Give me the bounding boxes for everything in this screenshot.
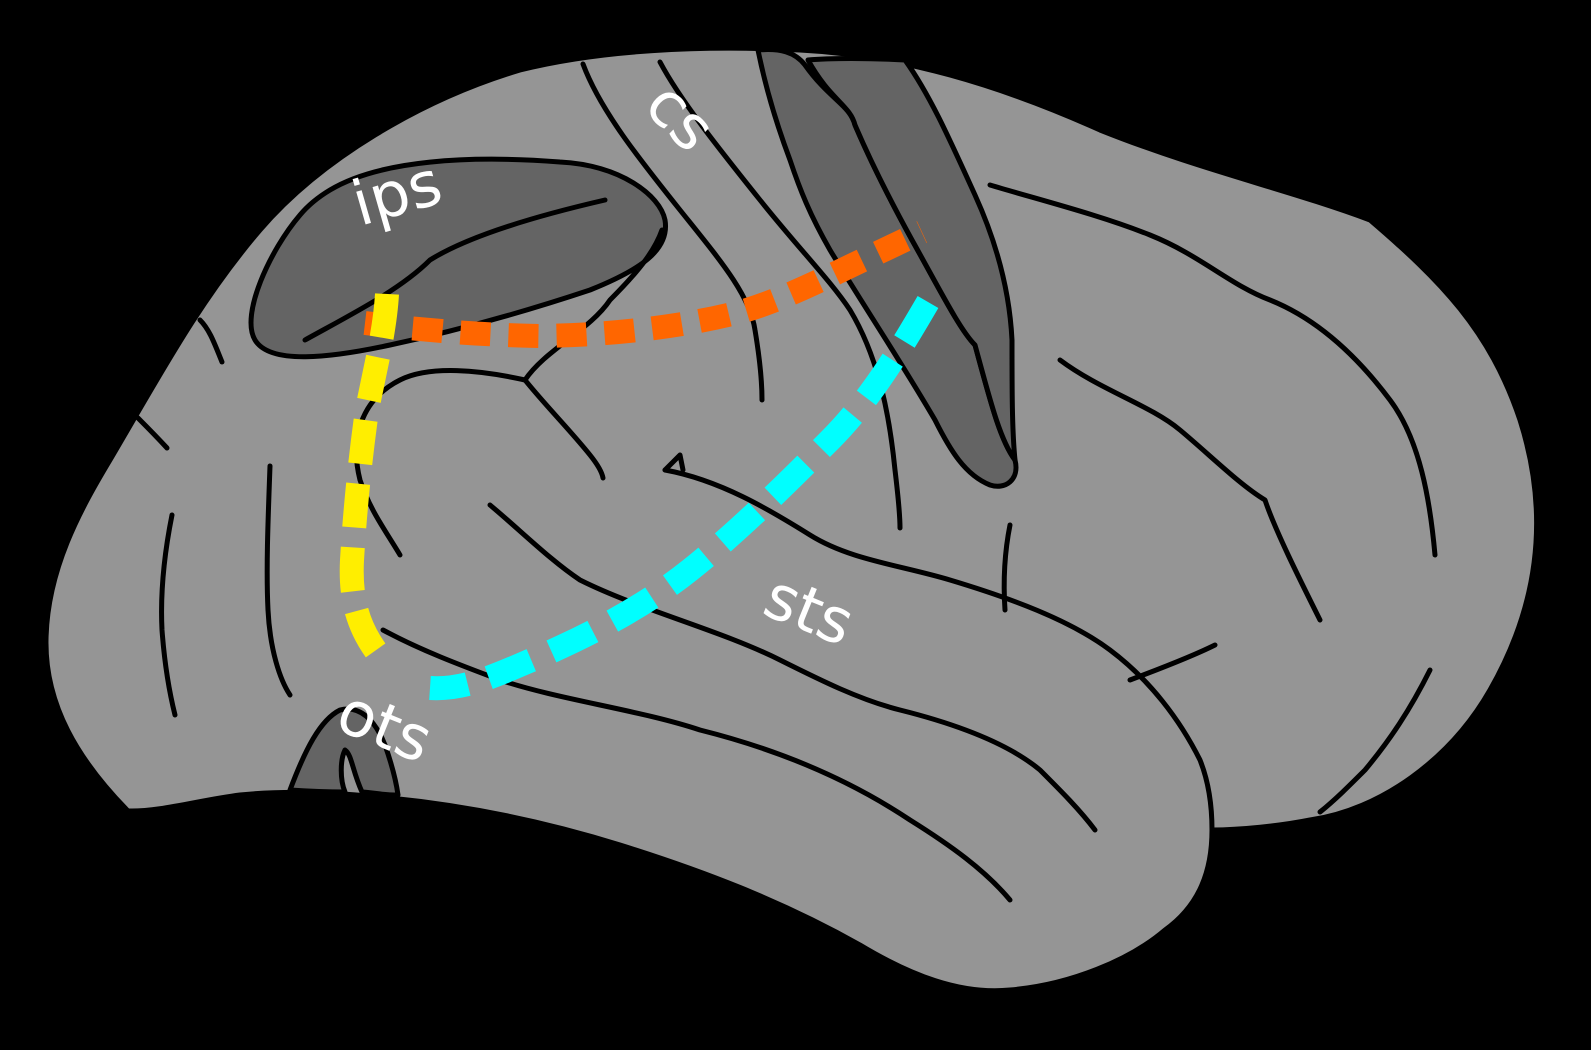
ventral-pathway [339, 293, 399, 668]
lateral-pathway [429, 295, 939, 701]
dorsal-pathway [363, 221, 928, 348]
sulci [135, 59, 1438, 903]
precentral-sulcus-region [805, 56, 1018, 463]
occipitotemporal-sulcus-region [287, 706, 401, 798]
